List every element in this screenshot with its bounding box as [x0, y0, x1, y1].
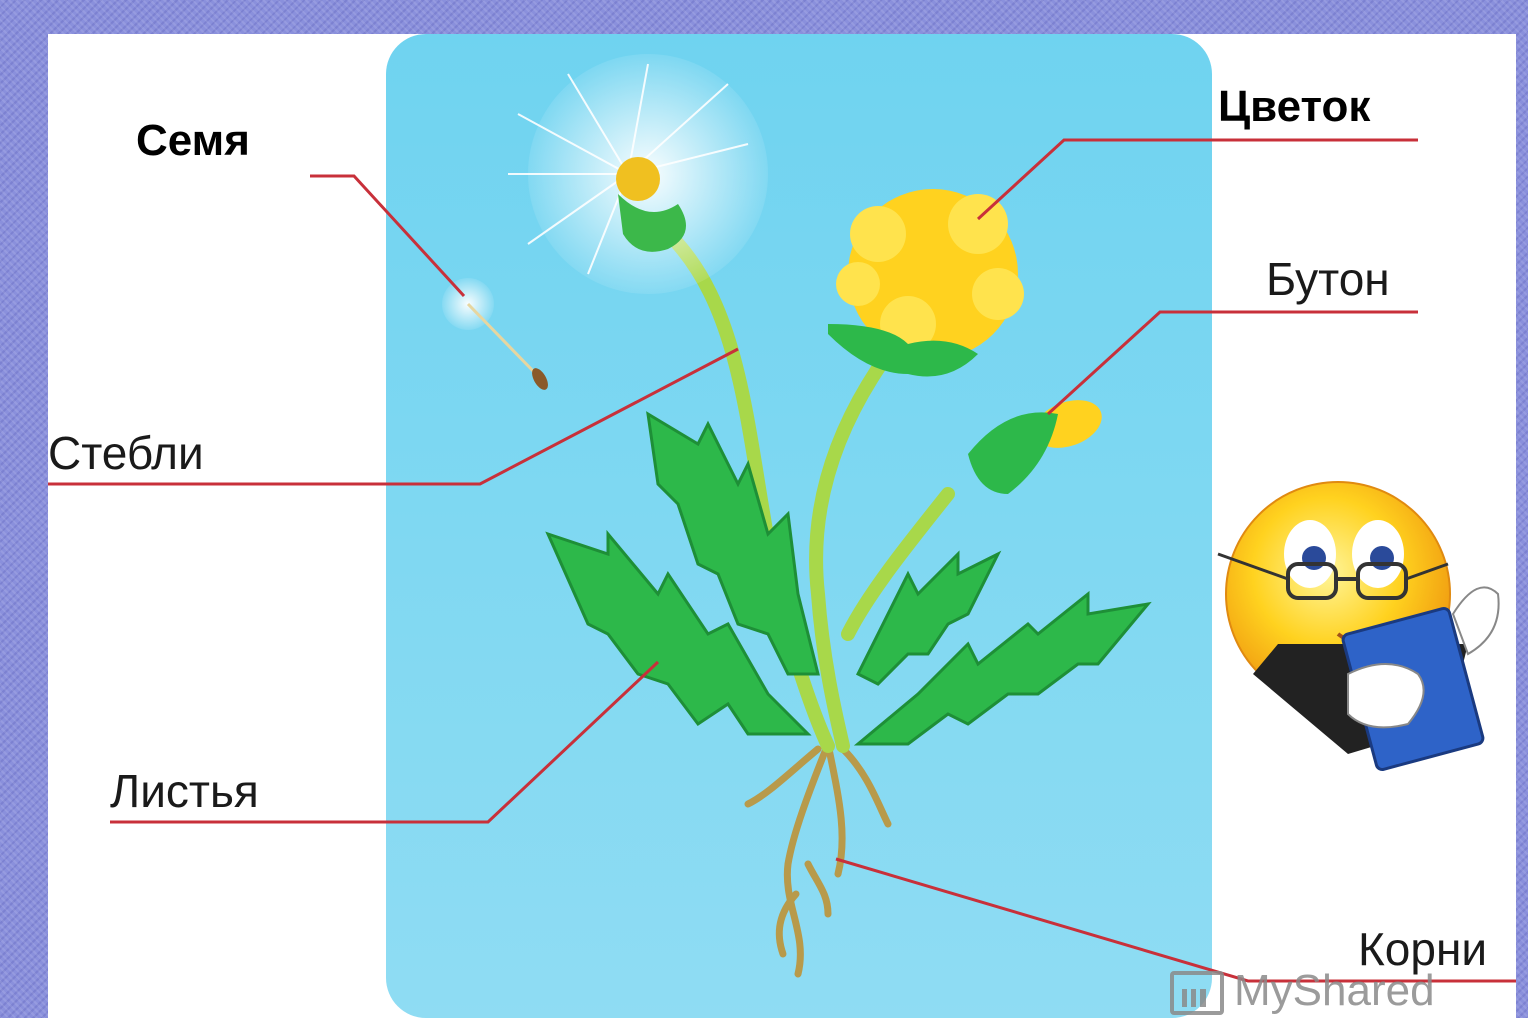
- slide-canvas: Семя Цветок Бутон Стебли Листья Корни: [48, 34, 1516, 1018]
- leaves-drawing: [548, 414, 1148, 744]
- watermark: MyShared: [1170, 966, 1435, 1016]
- label-leaves: Листья: [110, 764, 259, 818]
- dandelion-illustration: [48, 34, 1516, 1018]
- bud-leader-line: [1048, 312, 1418, 414]
- label-stems: Стебли: [48, 426, 204, 480]
- chart-icon: [1170, 971, 1224, 1015]
- flower-drawing: [828, 189, 1024, 377]
- roots-drawing: [748, 744, 888, 974]
- label-flower: Цветок: [1218, 82, 1370, 132]
- seed-leader-line: [310, 176, 464, 296]
- label-seed: Семя: [136, 116, 250, 166]
- seed-head-drawing: [508, 54, 768, 294]
- single-seed-drawing: [442, 278, 551, 392]
- smiley-with-book-icon: [1218, 482, 1499, 771]
- watermark-text: MyShared: [1234, 966, 1435, 1015]
- flower-leader-line: [978, 140, 1418, 219]
- bud-drawing: [968, 391, 1108, 494]
- label-bud: Бутон: [1266, 252, 1390, 306]
